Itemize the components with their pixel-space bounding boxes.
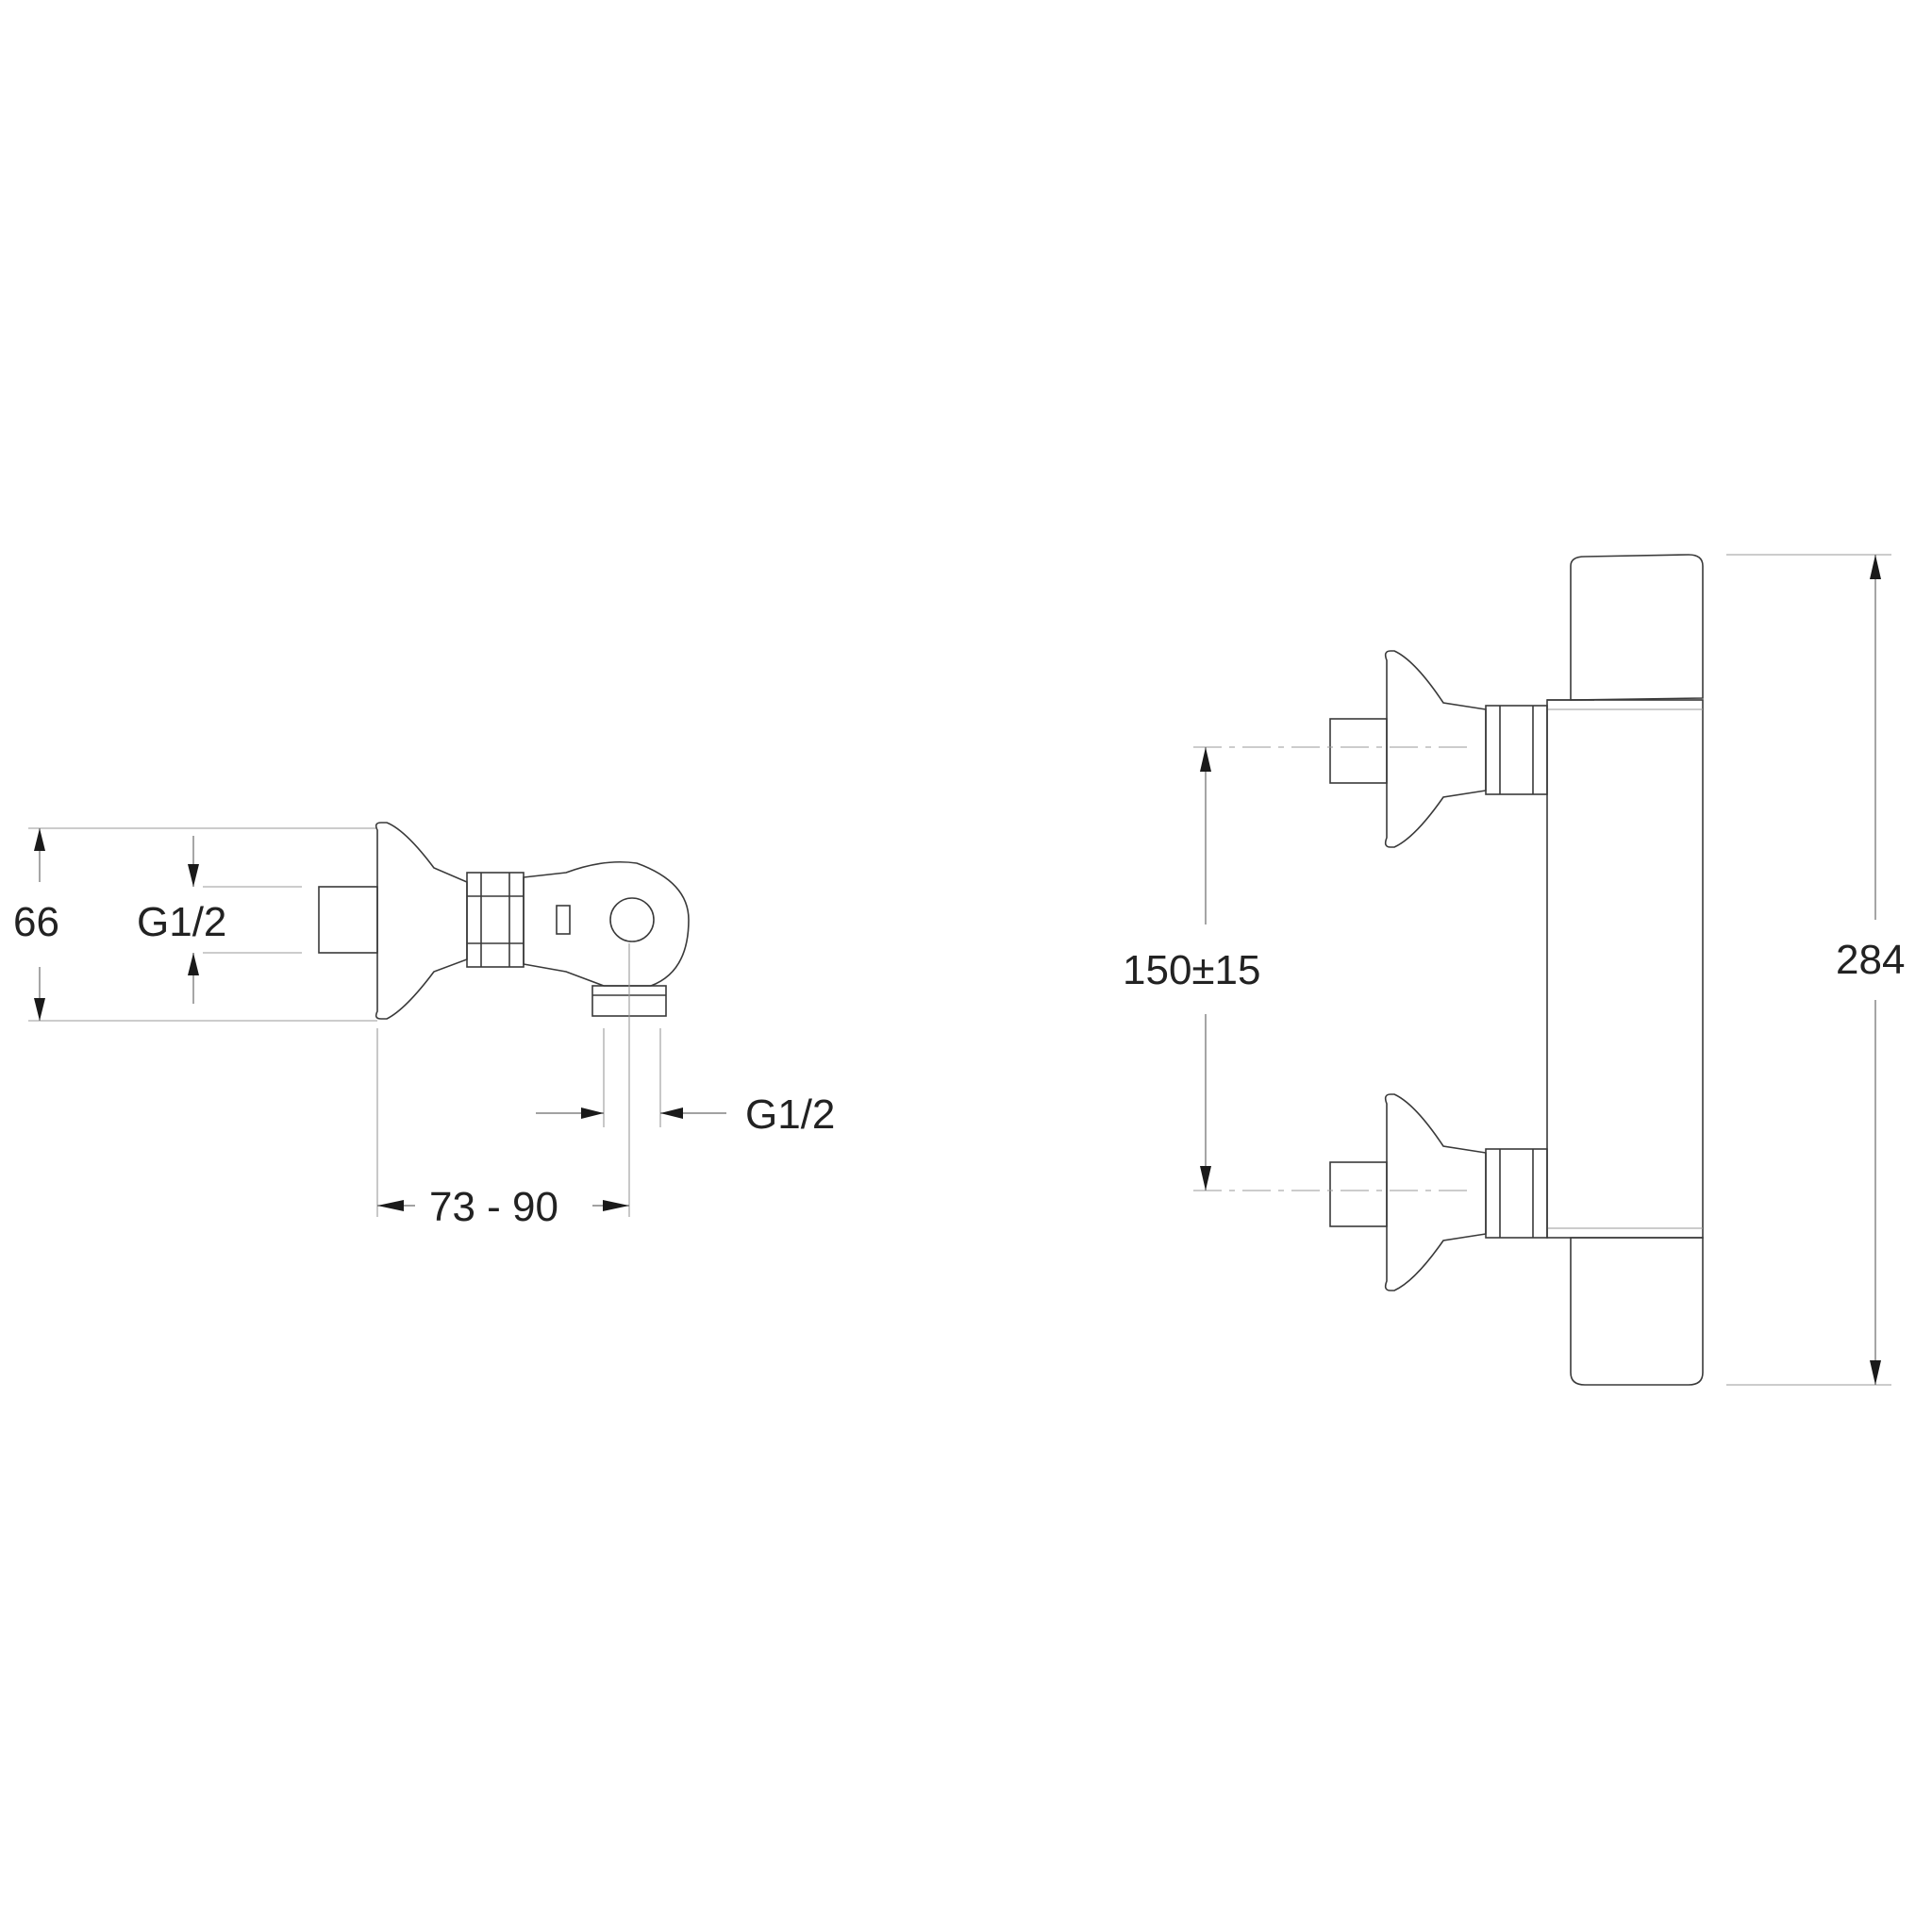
upper-connector (1329, 650, 1548, 848)
centers-label: 150±15 (1123, 947, 1261, 993)
inlet-thread-dimension-arrows (188, 836, 199, 1004)
mixer-body-outline (1546, 554, 1704, 1386)
side-view: 66 G1/2 (13, 822, 835, 1230)
lower-connector (1329, 1093, 1548, 1291)
valve-side-outline (318, 822, 690, 1020)
inlet-thread-label: G1/2 (137, 899, 226, 945)
height-label: 66 (13, 899, 59, 945)
front-view: 150±15 284 (1123, 554, 1905, 1386)
height-dimension-arrows (34, 828, 45, 1021)
total-height-dimension-arrows (1870, 555, 1881, 1385)
centers-dimension-arrows (1200, 747, 1211, 1191)
total-height-label: 284 (1836, 937, 1905, 983)
depth-dimension-arrows (377, 1200, 629, 1211)
outlet-thread-label: G1/2 (745, 1091, 835, 1138)
depth-label: 73 - 90 (429, 1184, 558, 1230)
outlet-thread-dimension-arrows (536, 1108, 726, 1119)
